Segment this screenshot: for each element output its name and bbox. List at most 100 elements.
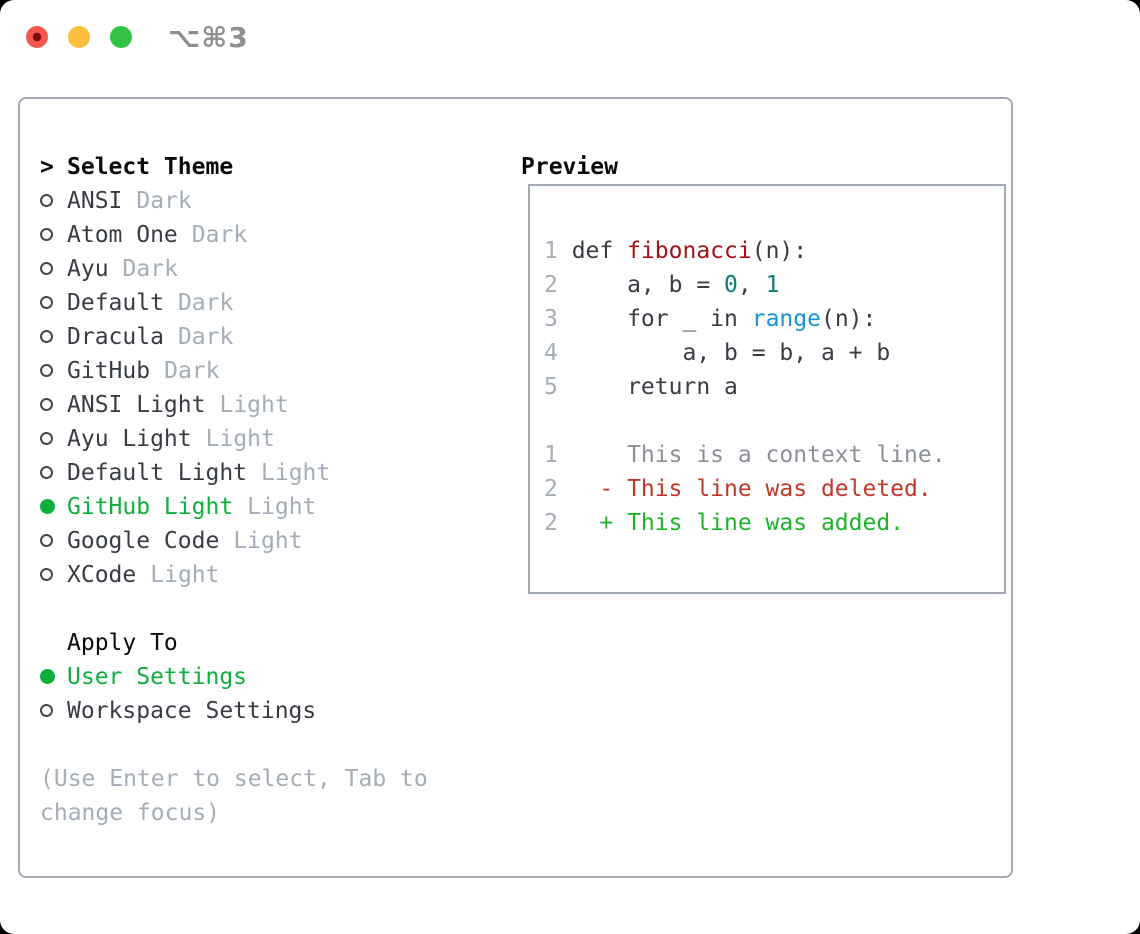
theme-name: Ayu Light — [67, 426, 192, 452]
preview-title: Preview — [521, 154, 618, 180]
theme-option[interactable]: GitHub Light Light — [40, 490, 485, 524]
select-theme-title: Select Theme — [67, 154, 234, 180]
theme-variant-tag: Light — [261, 460, 331, 486]
apply-to-name: Workspace Settings — [67, 698, 317, 724]
theme-name: Google Code — [67, 528, 220, 554]
theme-option[interactable]: GitHub Dark — [40, 354, 485, 388]
radio-icon[interactable] — [40, 262, 53, 275]
select-theme-header-row: > Select Theme — [40, 150, 485, 184]
line-number: 1 — [544, 238, 558, 264]
theme-name: Default — [67, 290, 164, 316]
apply-to-title: Apply To — [67, 630, 178, 656]
keyboard-hint: (Use Enter to select, Tab to change focu… — [40, 766, 428, 826]
code-line: 2 a, b = 0, 1 — [544, 268, 992, 302]
prompt-caret: > — [40, 154, 54, 180]
code-segment: 1 — [765, 272, 780, 298]
code-segment: This is a context line. — [557, 442, 946, 468]
diff-preview: 1 This is a context line. 2 - This line w… — [544, 438, 992, 540]
theme-name: Dracula — [67, 324, 164, 350]
minimize-button[interactable] — [68, 26, 90, 48]
theme-name: GitHub — [67, 358, 151, 384]
code-segment: a, b = b, a + b — [557, 340, 891, 366]
apply-to-name: User Settings — [67, 664, 248, 690]
code-segment: (n): — [820, 306, 877, 332]
theme-variant-tag: Dark — [191, 222, 248, 248]
radio-icon[interactable] — [40, 296, 53, 309]
line-number: 3 — [544, 306, 558, 332]
window-title: ⌥⌘3 — [168, 21, 249, 54]
code-segment: for _ in — [557, 306, 752, 332]
radio-icon[interactable] — [40, 194, 53, 207]
theme-variant-tag: Light — [233, 528, 303, 554]
radio-icon[interactable] — [40, 466, 53, 479]
theme-name: XCode — [67, 562, 137, 588]
spacer — [40, 592, 485, 626]
radio-icon[interactable] — [40, 228, 53, 241]
apply-to-header-row: Apply To — [40, 626, 485, 660]
preview-column: Preview 1 def fibonacci(n):2 a, b = 0, 1… — [503, 150, 1006, 594]
code-line: 1 def fibonacci(n): — [544, 234, 992, 268]
theme-variant-tag: Dark — [177, 324, 234, 350]
titlebar: ⌥⌘3 — [0, 0, 1140, 75]
theme-variant-tag: Dark — [164, 358, 220, 384]
theme-option[interactable]: ANSI Light Light — [40, 388, 485, 422]
code-segment: (n): — [751, 238, 808, 264]
theme-option[interactable]: Default Light Light — [40, 456, 485, 490]
diff-line: 2 + This line was added. — [544, 506, 992, 540]
theme-option[interactable]: Dracula Dark — [40, 320, 485, 354]
radio-icon[interactable] — [40, 432, 53, 445]
theme-option[interactable]: Ayu Light Light — [40, 422, 485, 456]
theme-name: Atom One — [67, 222, 178, 248]
radio-icon[interactable] — [40, 364, 53, 377]
code-line: 3 for _ in range(n): — [544, 302, 992, 336]
code-segment: 0 — [724, 272, 738, 298]
theme-variant-tag: Light — [247, 494, 317, 520]
code-segment: - This line was deleted. — [557, 476, 932, 502]
radio-icon[interactable] — [40, 669, 55, 684]
radio-icon[interactable] — [40, 330, 53, 343]
diff-line: 2 - This line was deleted. — [544, 472, 992, 506]
zoom-button[interactable] — [110, 26, 132, 48]
theme-option[interactable]: Atom One Dark — [40, 218, 485, 252]
code-segment: , — [737, 272, 766, 298]
theme-name: ANSI Light — [67, 392, 206, 418]
theme-variant-tag: Dark — [177, 290, 234, 316]
theme-option[interactable]: ANSI Dark — [40, 184, 485, 218]
theme-name: ANSI — [67, 188, 123, 214]
line-number: 5 — [544, 374, 558, 400]
close-button[interactable] — [26, 26, 48, 48]
code-segment: range — [751, 306, 821, 332]
apply-to-option[interactable]: User Settings — [40, 660, 485, 694]
line-number: 2 — [544, 476, 558, 502]
code-segment: def — [557, 238, 628, 264]
radio-icon[interactable] — [40, 568, 53, 581]
code-line: 5 return a — [544, 370, 992, 404]
radio-icon[interactable] — [40, 499, 55, 514]
radio-icon[interactable] — [40, 534, 53, 547]
radio-icon[interactable] — [40, 704, 53, 717]
code-segment: + This line was added. — [557, 510, 905, 536]
radio-icon[interactable] — [40, 398, 53, 411]
theme-variant-tag: Light — [219, 392, 289, 418]
theme-name: Ayu — [67, 256, 109, 282]
code-segment: return a — [557, 374, 738, 400]
theme-option[interactable]: Default Dark — [40, 286, 485, 320]
theme-variant-tag: Light — [150, 562, 220, 588]
theme-name: Default Light — [67, 460, 248, 486]
line-number: 1 — [544, 442, 558, 468]
line-number: 4 — [544, 340, 558, 366]
theme-option[interactable]: XCode Light — [40, 558, 485, 592]
code-segment: fibonacci — [627, 238, 752, 264]
theme-variant-tag: Dark — [136, 188, 192, 214]
apply-to-option[interactable]: Workspace Settings — [40, 694, 485, 728]
line-number: 2 — [544, 510, 558, 536]
theme-option[interactable]: Google Code Light — [40, 524, 485, 558]
theme-name: GitHub Light — [67, 494, 234, 520]
theme-variant-tag: Light — [205, 426, 275, 452]
